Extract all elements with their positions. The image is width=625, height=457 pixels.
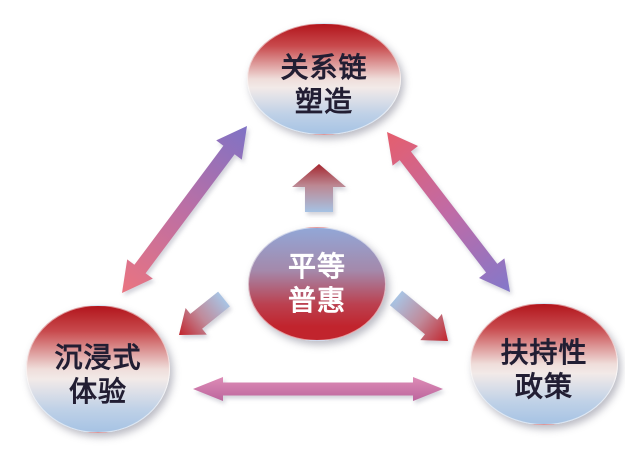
- block-arrow-center-to-right: [389, 290, 448, 341]
- node-label-line1: 关系链: [280, 52, 368, 84]
- block-arrow-center-to-top: [292, 164, 346, 212]
- node-label-line1: 扶持性: [500, 337, 588, 369]
- node-label-line1: 平等: [287, 251, 346, 283]
- double-arrow-left-top: [122, 126, 247, 293]
- node-immersive-experience: 沉浸式 体验: [26, 305, 170, 433]
- node-equality-inclusion: 平等 普惠: [248, 227, 386, 341]
- node-supportive-policy: 扶持性 政策: [470, 303, 618, 425]
- node-label-line1: 沉浸式: [54, 342, 142, 374]
- node-label-line2: 体验: [68, 376, 127, 407]
- node-label-line2: 普惠: [287, 285, 346, 316]
- double-arrow-left-right: [193, 377, 443, 401]
- node-relationship-chain: 关系链 塑造: [247, 23, 401, 135]
- node-label-line2: 政策: [514, 371, 573, 402]
- node-label-line2: 塑造: [294, 86, 353, 117]
- double-arrow-top-right: [387, 132, 510, 292]
- block-arrow-center-to-left: [179, 291, 230, 335]
